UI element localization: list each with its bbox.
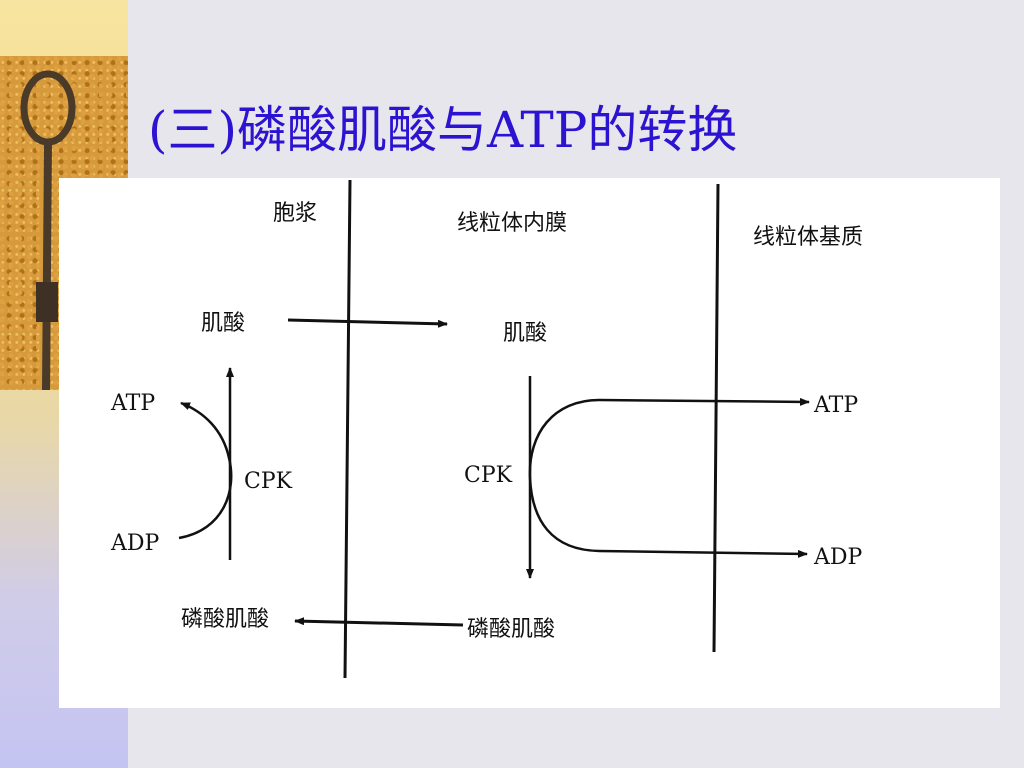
key-icon <box>20 70 76 391</box>
region-label-matrix: 线粒体基质 <box>753 225 863 250</box>
left-cpk-label: CPK <box>244 469 293 494</box>
diagram-panel: 胞浆 线粒体内膜 线粒体基质 肌酸 肌酸 ATP CPK ADP CPK ATP… <box>59 178 1000 708</box>
membrane-line-inner <box>712 183 720 653</box>
creatine-atp-diagram: 胞浆 线粒体内膜 线粒体基质 肌酸 肌酸 ATP CPK ADP CPK ATP… <box>110 179 863 679</box>
region-label-inner-membrane: 线粒体内膜 <box>457 211 567 236</box>
phosphocreatine-transport-arrow <box>294 617 464 627</box>
right-atp-label: ATP <box>813 393 858 418</box>
region-label-cytoplasm: 胞浆 <box>273 201 317 226</box>
middle-cpk-label: CPK <box>464 463 513 488</box>
right-adp-label: ADP <box>813 545 863 570</box>
creatine-transport-arrow <box>287 318 448 328</box>
left-creatine-label: 肌酸 <box>201 311 245 336</box>
membrane-line-outer <box>343 179 352 679</box>
middle-atp-branch <box>528 397 810 479</box>
middle-adp-branch <box>528 477 808 558</box>
left-adp-label: ADP <box>110 531 160 556</box>
left-adp-atp-curve <box>178 401 233 540</box>
left-atp-label: ATP <box>110 391 155 416</box>
left-phosphocreatine-label: 磷酸肌酸 <box>181 607 269 632</box>
middle-creatine-label: 肌酸 <box>503 321 547 346</box>
slide-title: (三)磷酸肌酸与ATP的转换 <box>148 101 738 159</box>
middle-phosphocreatine-label: 磷酸肌酸 <box>467 617 555 642</box>
